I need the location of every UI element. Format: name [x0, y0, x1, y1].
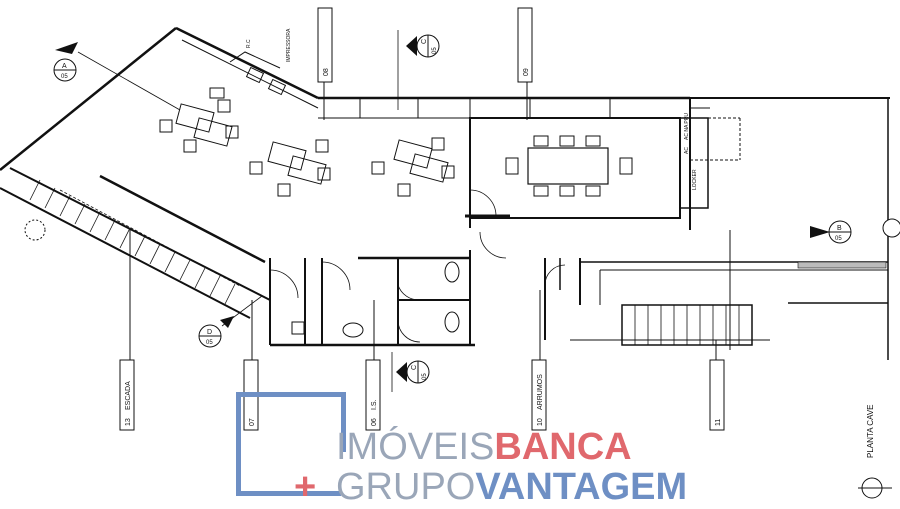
wc-block — [269, 250, 475, 347]
watermark-frame — [236, 392, 346, 496]
workstation-cluster-1 — [159, 87, 239, 153]
watermark-imoveis: IMÓVEIS — [336, 426, 495, 468]
ac-ups-label: AC NA PRU — [684, 113, 690, 140]
room-tag-08 — [317, 7, 333, 83]
watermark-line-1: IMÓVEISBANCA — [336, 426, 632, 469]
watermark-plus-icon: + — [294, 466, 317, 508]
section-marker-d: D 05 — [198, 295, 263, 348]
watermark-vantagem: VANTAGEM — [475, 466, 688, 508]
room-tag-10 — [531, 359, 547, 431]
section-marker-c-top: C 05 — [397, 30, 440, 110]
svg-text:05: 05 — [835, 236, 842, 242]
svg-text:C: C — [421, 39, 428, 44]
svg-text:A: A — [62, 63, 67, 70]
right-service-wall — [679, 107, 741, 209]
room-tag-06 — [365, 359, 381, 431]
room-tag-06-num: 06 — [371, 418, 378, 426]
svg-text:05: 05 — [206, 340, 213, 346]
section-marker-a: A 05 — [53, 42, 181, 111]
section-marker-c-bottom: C 05 — [391, 352, 430, 392]
room-tag-11 — [709, 359, 725, 431]
watermark-line-2: GRUPOVANTAGEM — [336, 466, 687, 509]
ac-label: AC — [684, 147, 690, 154]
planta-cave-label: PLANTA CAVE — [866, 405, 875, 459]
room-tag-10-num: 10 — [537, 418, 544, 426]
section-marker-b: B 05 — [810, 218, 900, 244]
right-lower-area — [544, 230, 888, 350]
impressora-label: IMPRESSORA — [286, 28, 292, 62]
room-tag-13 — [119, 359, 135, 431]
rack-label: R.C — [246, 39, 252, 48]
svg-text:05: 05 — [422, 373, 428, 380]
angled-wing-walls — [0, 26, 319, 171]
central-top-wall — [318, 96, 890, 360]
svg-text:D: D — [207, 329, 212, 336]
room-tag-08-num: 08 — [323, 68, 330, 76]
svg-text:B: B — [837, 225, 842, 232]
workstation-cluster-2 — [249, 139, 331, 197]
room-tag-09-num: 09 — [523, 68, 530, 76]
svg-text:05: 05 — [432, 47, 438, 54]
watermark-grupo: GRUPO — [336, 466, 476, 508]
north-circle — [861, 477, 883, 499]
meeting-room — [465, 117, 681, 259]
room-tag-10-name: ARRUMOS — [537, 374, 544, 410]
workstation-cluster-3 — [371, 137, 455, 197]
locker-label: LOCKER — [692, 169, 698, 190]
room-tag-13-num: 13 — [125, 418, 132, 426]
diagonal-stair — [0, 167, 271, 319]
room-tag-06-name: I.S. — [371, 399, 378, 410]
watermark-banca: BANCA — [494, 426, 632, 468]
room-tag-13-name: ESCADA — [125, 381, 132, 410]
svg-text:05: 05 — [61, 74, 68, 80]
room-tag-07-num: 07 — [249, 418, 256, 426]
room-tag-11-num: 11 — [715, 419, 722, 426]
svg-text:C: C — [411, 365, 418, 370]
room-tag-09 — [517, 7, 533, 83]
